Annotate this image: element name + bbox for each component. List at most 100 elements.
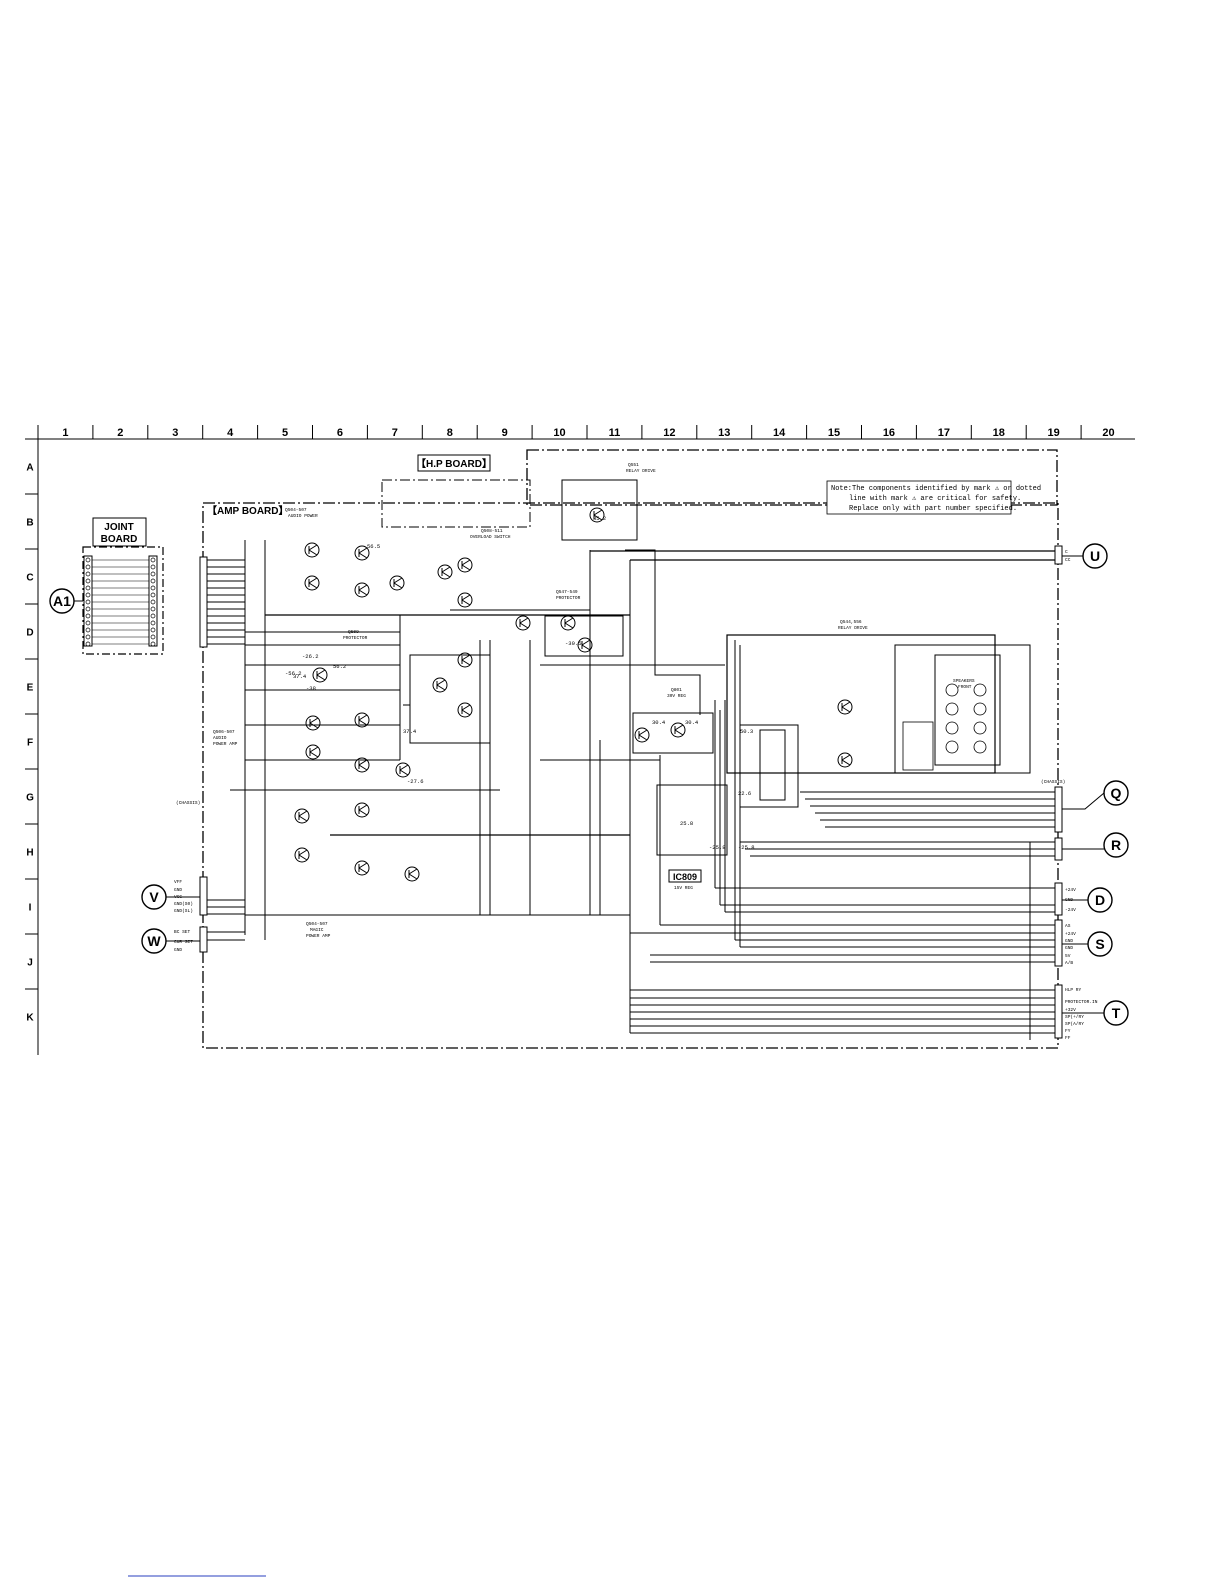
column-label-13: 13 xyxy=(718,427,730,439)
joint-pin xyxy=(150,564,156,570)
row-label-I: I xyxy=(29,903,32,914)
transistor-symbol xyxy=(389,575,405,591)
u-pin-1: CC xyxy=(1065,557,1071,563)
joint-pin xyxy=(150,613,156,619)
ic809-box xyxy=(668,869,702,883)
row-label-J: J xyxy=(27,958,33,969)
v-pin-3: GND(S0) xyxy=(174,901,193,907)
q508-sub: OVERLOAD SWITCH xyxy=(470,534,511,540)
t-pin-labels: HLP RY PROTECTOR.IN +32V SP(+/RY SP(A/RY… xyxy=(1065,987,1098,1041)
column-label-8: 8 xyxy=(447,427,453,439)
safety-note-line-1: Note:The components identified by mark ⚠… xyxy=(831,485,1041,493)
connector-d-label: D xyxy=(1095,892,1105,908)
transistor-collector xyxy=(358,804,368,811)
joint-pin xyxy=(85,599,91,605)
transistor-emitter xyxy=(674,729,684,736)
joint-pin xyxy=(85,627,91,633)
right-connector-bars xyxy=(199,545,1063,1039)
transistor-collector xyxy=(564,617,574,624)
row-label-K: K xyxy=(26,1013,34,1024)
column-label-14: 14 xyxy=(773,427,786,439)
transistor-collector xyxy=(461,704,471,711)
transistor-collector xyxy=(298,810,308,817)
t-pin-4: SP(A/RY xyxy=(1065,1021,1084,1027)
transistor-emitter xyxy=(358,809,368,816)
w-pin-2: GND xyxy=(174,947,182,953)
connector-q-label: Q xyxy=(1111,785,1122,801)
s-pin-3: GND xyxy=(1065,945,1073,951)
connector-u-label: U xyxy=(1090,548,1100,564)
transistor-collector xyxy=(841,754,851,761)
q508-label: Q508-511 xyxy=(481,528,503,534)
transistor-symbol xyxy=(437,564,453,580)
transistor-collector xyxy=(358,547,368,554)
w-pin-1: CUR SET xyxy=(174,939,193,945)
speaker-terminal xyxy=(973,740,987,754)
transistor-collector xyxy=(399,764,409,771)
transistor-symbol xyxy=(305,715,321,731)
joint-pin xyxy=(150,592,156,598)
joint-pin xyxy=(150,606,156,612)
speaker-terminal xyxy=(945,702,959,716)
connector-r-label: R xyxy=(1111,837,1121,853)
q506-sub2: POWER AMP xyxy=(213,741,238,747)
transistor-symbol xyxy=(404,866,420,882)
transistor-emitter xyxy=(358,719,368,726)
column-label-20: 20 xyxy=(1102,427,1114,439)
chassis-left-label: (CHASSIS) xyxy=(176,800,200,806)
speaker-terminals xyxy=(902,683,987,771)
q544-sub: RELAY DRIVE xyxy=(838,625,868,631)
voltage-0: -26.2 xyxy=(302,653,319,660)
joint-pin xyxy=(85,592,91,598)
transistor-symbol xyxy=(354,860,370,876)
transistor-emitter xyxy=(393,582,403,589)
voltage-12: 50.3 xyxy=(740,728,753,735)
transistor-emitter xyxy=(298,854,308,861)
transistor-symbol xyxy=(312,667,328,683)
transistor-symbol xyxy=(837,752,853,768)
voltage-10: 30.4 xyxy=(652,719,666,726)
block-labels: Q504-507 AUDIO POWER Q509 PROTECTOR Q508… xyxy=(213,462,975,939)
transistor-emitter xyxy=(408,873,418,880)
voltage-5: 56.2 xyxy=(333,663,346,670)
transistor-collector xyxy=(461,654,471,661)
transistor-symbol xyxy=(294,847,310,863)
transistor-emitter xyxy=(441,571,451,578)
row-label-F: F xyxy=(27,738,33,749)
transistor-symbol xyxy=(294,808,310,824)
voltage-labels: -26.2 37.4 -38 -56.2 37.4 56.2 -30.5 56.… xyxy=(285,515,755,851)
transistor-collector xyxy=(519,617,529,624)
transistor-collector xyxy=(408,868,418,875)
chassis-right-label: (CHASSIS) xyxy=(1041,779,1065,785)
column-label-5: 5 xyxy=(282,427,288,439)
joint-pin xyxy=(150,599,156,605)
s-pin-labels: AS +24V GND GND 5V A/B xyxy=(1065,923,1076,966)
q551-label: Q551 xyxy=(628,462,639,468)
t-pin-2: +32V xyxy=(1065,1007,1076,1013)
joint-board-connectors xyxy=(83,555,158,647)
s-pin-1: +24V xyxy=(1065,931,1076,937)
joint-pin xyxy=(85,606,91,612)
transistor-collector xyxy=(358,759,368,766)
column-label-6: 6 xyxy=(337,427,343,439)
joint-pin xyxy=(85,578,91,584)
wiring xyxy=(205,479,1058,1040)
s-pin-2: GND xyxy=(1065,938,1073,944)
speaker-terminal xyxy=(945,740,959,754)
column-label-9: 9 xyxy=(502,427,508,439)
transistor-emitter xyxy=(358,867,368,874)
w-pin-labels: BC SET CUR SET GND xyxy=(174,929,193,953)
speaker-terminal xyxy=(945,721,959,735)
q506-label: Q506-507 xyxy=(213,729,235,735)
transistor-symbol xyxy=(354,545,370,561)
transistor-emitter xyxy=(461,564,471,571)
transistor-collector xyxy=(841,701,851,708)
voltage-1: 37.4 xyxy=(293,673,307,680)
transistor-emitter xyxy=(358,552,368,559)
t-pin-3: SP(+/RY xyxy=(1065,1014,1084,1020)
hp-board-label-box xyxy=(417,454,491,472)
q547-sub: PROTECTOR xyxy=(556,595,581,601)
